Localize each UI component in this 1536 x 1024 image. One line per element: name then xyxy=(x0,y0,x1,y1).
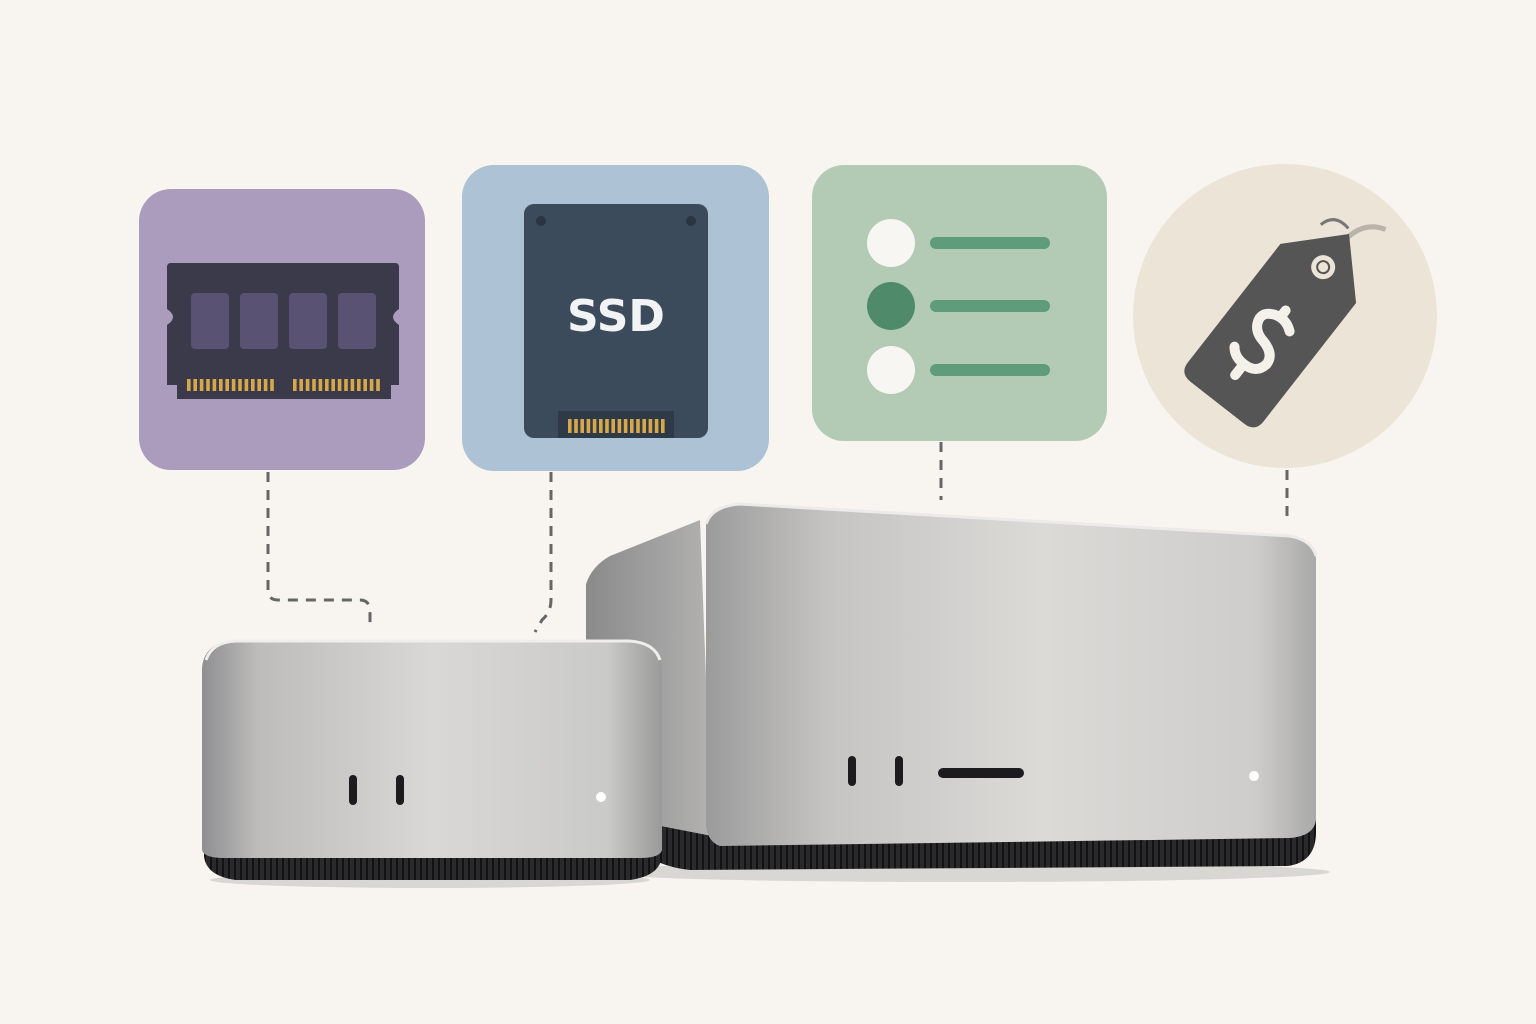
contact-pin xyxy=(648,419,653,433)
contact-pin xyxy=(344,379,348,391)
contact-pin xyxy=(231,379,236,391)
list-bullet xyxy=(867,219,915,267)
contact-pin xyxy=(238,379,242,391)
small-mini-computer xyxy=(202,639,662,888)
sd-card-slot xyxy=(938,768,1024,778)
dollar-sign-icon xyxy=(1229,305,1295,381)
ram-tile xyxy=(139,189,425,470)
contact-pin xyxy=(206,379,210,391)
contact-pin xyxy=(244,379,249,391)
contact-pin xyxy=(199,379,204,391)
contact-pin xyxy=(654,419,659,433)
contact-pin xyxy=(574,419,578,433)
contact-pin xyxy=(293,379,297,391)
contact-pin xyxy=(325,379,329,391)
list-line xyxy=(930,237,1050,249)
contact-pin xyxy=(580,419,584,433)
contact-pin xyxy=(661,419,665,433)
gold-contacts xyxy=(568,419,665,433)
price-tag-tile xyxy=(1133,164,1437,468)
contact-pin xyxy=(369,379,374,391)
checklist-icon xyxy=(812,165,1107,441)
ssd-connector-line xyxy=(533,472,553,633)
contact-pin xyxy=(187,379,191,391)
contact-pin xyxy=(623,419,628,433)
large-studio-computer xyxy=(586,502,1330,882)
contact-pin xyxy=(270,379,274,391)
contact-pin xyxy=(212,379,217,391)
screw-icon xyxy=(536,216,546,226)
contact-pin xyxy=(225,379,229,391)
contact-pin xyxy=(586,419,591,433)
memory-chip xyxy=(338,293,376,349)
price-tag-icon xyxy=(1133,164,1437,468)
contact-pin xyxy=(630,419,634,433)
ssd-drive-icon: SSD xyxy=(462,165,769,471)
contact-pin xyxy=(611,419,615,433)
list-line xyxy=(930,364,1050,376)
contact-pin xyxy=(605,419,609,433)
contact-pin xyxy=(193,379,197,391)
list-line xyxy=(930,300,1050,312)
contact-pin xyxy=(251,379,255,391)
contact-pin xyxy=(257,379,261,391)
contact-pin xyxy=(357,379,361,391)
list-bullet xyxy=(867,346,915,394)
contact-pin xyxy=(592,419,597,433)
memory-module-icon xyxy=(139,189,425,470)
contact-pin xyxy=(617,419,622,433)
contact-pin xyxy=(318,379,323,391)
contact-pin xyxy=(363,379,367,391)
contact-pin xyxy=(568,419,572,433)
usb-c-port xyxy=(848,756,856,786)
contact-pin xyxy=(599,419,603,433)
contact-pin xyxy=(350,379,355,391)
connector-lines xyxy=(266,442,1289,633)
contact-pin xyxy=(331,379,335,391)
contact-pin xyxy=(305,379,310,391)
ssd-label: SSD xyxy=(567,291,665,342)
list-bullet-selected xyxy=(867,282,915,330)
usb-c-port xyxy=(895,756,903,786)
memory-chip xyxy=(191,293,229,349)
gold-contacts xyxy=(187,379,274,391)
contact-pin xyxy=(263,379,268,391)
memory-chip xyxy=(240,293,278,349)
contact-pin xyxy=(376,379,380,391)
power-indicator-light xyxy=(1249,771,1259,781)
contact-pin xyxy=(337,379,342,391)
contact-pin xyxy=(636,419,640,433)
power-indicator-light xyxy=(596,792,606,802)
ram-connector-line xyxy=(266,472,372,628)
contact-pin xyxy=(219,379,223,391)
contact-pin xyxy=(312,379,316,391)
ssd-tile: SSD xyxy=(462,165,769,471)
usb-c-port xyxy=(396,775,404,805)
checklist-tile xyxy=(812,165,1107,441)
memory-chip xyxy=(289,293,327,349)
usb-c-port xyxy=(349,775,357,805)
gold-contacts xyxy=(293,379,380,391)
screw-icon xyxy=(686,216,696,226)
contact-pin xyxy=(642,419,646,433)
contact-pin xyxy=(299,379,303,391)
